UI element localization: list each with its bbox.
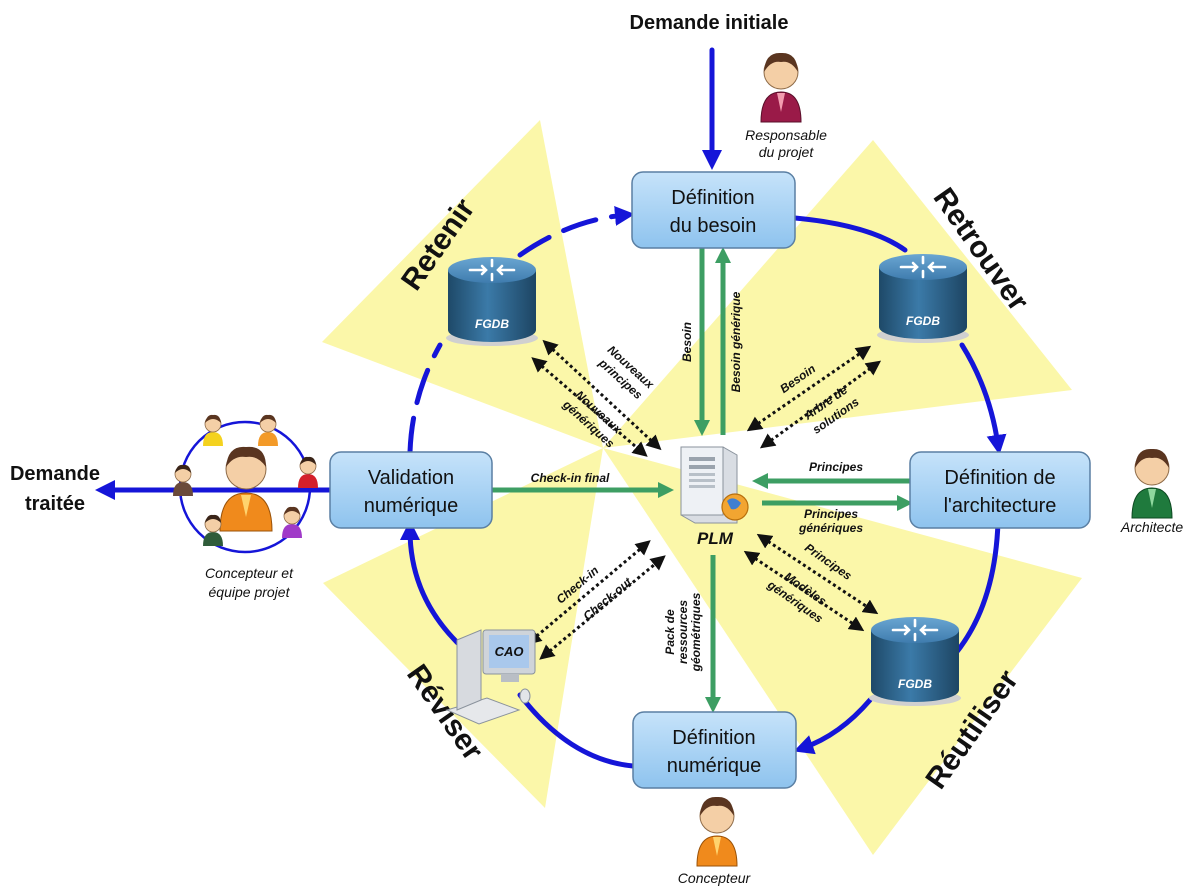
sector-retrouver: [603, 140, 1072, 448]
box-definition-numerique-line2: numérique: [667, 755, 762, 777]
box-definition-architecture-line2: l'architecture: [944, 495, 1057, 517]
dotted-arrow-se-lower: [743, 550, 865, 632]
demande-initiale-label: Demande initiale: [630, 12, 789, 34]
fgdb-label: FGDB: [475, 317, 509, 331]
dotted-arrow-nw-lower: [531, 357, 648, 457]
box-definition-numerique[interactable]: Définition numérique: [632, 711, 797, 789]
box-definition-architecture-line1: Définition de: [944, 467, 1055, 489]
actor-label-responsable-line2: du projet: [759, 144, 815, 160]
fgdb-label: FGDB: [898, 677, 932, 691]
person-icon-team-member-purple: [282, 506, 302, 538]
fgdb-database-icon-reutiliser: FGDB: [869, 617, 961, 706]
dotted-arrow-ne-lower: [759, 360, 882, 449]
flow-label-besoin: Besoin: [680, 322, 694, 362]
cycle-arrow-cad-to-validation: [400, 520, 468, 653]
cycle-arrow-validation-to-db-dashed: [407, 342, 443, 455]
fgdb-database-icon-retrouver: FGDB: [877, 254, 969, 343]
actor-label-concepteur: Concepteur: [678, 870, 752, 886]
box-definition-numerique-line1: Définition: [672, 727, 755, 749]
box-validation-numerique[interactable]: Validation numérique: [329, 451, 493, 529]
box-definition-besoin-line1: Définition: [671, 187, 754, 209]
cycle-arrow-db-to-numerique: [793, 697, 873, 755]
flow-label-principes: Principes: [809, 460, 863, 474]
box-definition-architecture[interactable]: Définition de l'architecture: [909, 451, 1091, 529]
plm-label: PLM: [697, 529, 734, 548]
cycle-arrow-besoin-to-db: [792, 215, 908, 253]
box-definition-besoin[interactable]: Définition du besoin: [631, 171, 796, 249]
cao-workstation-icon: CAO: [445, 629, 536, 725]
box-validation-numerique-line2: numérique: [364, 495, 459, 517]
person-icon-team-member-brown: [173, 464, 193, 496]
demande-traitee-line1: Demande: [10, 463, 100, 485]
plm-server-icon: [680, 446, 749, 524]
person-icon-concepteur: [696, 796, 738, 867]
actor-label-architecte: Architecte: [1120, 519, 1183, 535]
flow-label-pack-line1: Pack de: [663, 609, 677, 655]
box-definition-besoin-line2: du besoin: [670, 215, 757, 237]
fgdb-label: FGDB: [906, 314, 940, 328]
cycle-arrow-numerique-to-cad: [517, 692, 636, 769]
cycle-arrow-db-to-besoin-dashed: [517, 205, 635, 258]
flow-label-checkin-final: Check-in final: [531, 471, 610, 485]
person-icon-team-lead: [219, 446, 273, 532]
flow-label-principes-generiques-line2: génériques: [798, 521, 863, 535]
person-icon-team-member-yellow: [203, 414, 223, 446]
box-validation-numerique-line1: Validation: [368, 467, 454, 489]
cycle-arrow-db-to-architecture: [959, 342, 1007, 455]
plm-arrows: [492, 246, 914, 714]
person-icon-team-member-orange: [258, 414, 278, 446]
fgdb-database-icon-retenir: FGDB: [446, 257, 538, 346]
person-icon-architecte: [1131, 448, 1173, 519]
cycle-arrow-architecture-to-db: [947, 519, 1001, 663]
flow-label-pack-line3: géométriques: [689, 592, 703, 672]
person-icon-team-member-green: [203, 514, 223, 546]
person-icon-responsable: [760, 52, 802, 123]
dotted-arrow-sw-lower: [539, 555, 666, 660]
sector-reutiliser: [603, 448, 1082, 855]
sector-reviser: [323, 448, 603, 808]
actor-label-equipe-line2: équipe projet: [209, 584, 291, 600]
flow-label-pack-line2: ressources: [676, 600, 690, 664]
flow-label-principes-generiques-line1: Principes: [804, 507, 858, 521]
dotted-arrows: [526, 339, 882, 660]
cao-label: CAO: [495, 644, 524, 659]
actor-label-responsable-line1: Responsable: [745, 127, 827, 143]
cycle-arrows: [95, 47, 1007, 769]
flow-label-besoin-generique: Besoin générique: [729, 291, 743, 392]
actor-label-equipe-line1: Concepteur et: [205, 565, 294, 581]
person-icon-team-member-red: [298, 456, 318, 488]
demande-traitee-line2: traitée: [25, 493, 85, 515]
